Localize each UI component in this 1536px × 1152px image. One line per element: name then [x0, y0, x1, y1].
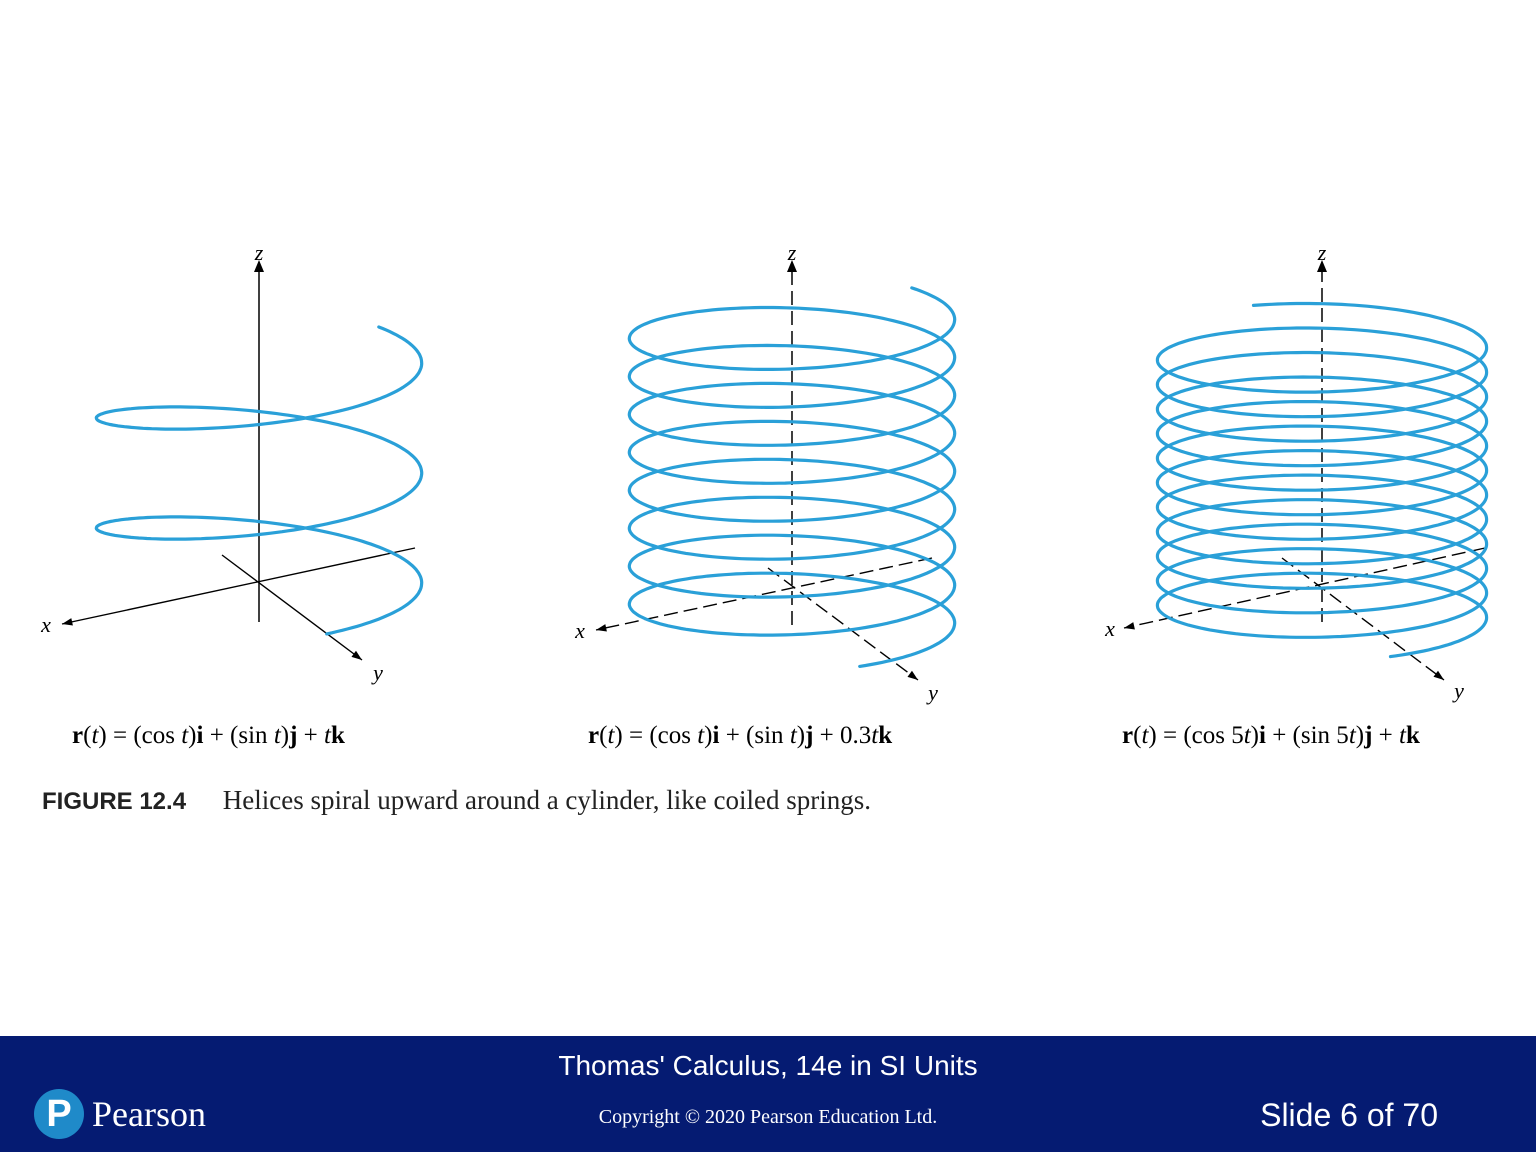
- y-axis-2: [767, 567, 919, 681]
- figure-caption: FIGURE 12.4 Helices spiral upward around…: [42, 785, 871, 816]
- figure-number: FIGURE 12.4: [42, 788, 187, 815]
- z-arrow-2: [787, 260, 797, 272]
- footer-title: Thomas' Calculus, 14e in SI Units: [558, 1050, 978, 1081]
- pearson-wordmark: Pearson: [92, 1094, 206, 1134]
- figure-area: x y z x y z x y z r(t) = (cos t)i + (sin t)j + t…: [40, 240, 1489, 816]
- y-axis-3: [1281, 557, 1445, 681]
- helix-curve-2: [627, 286, 957, 668]
- z-axis-label-1: z: [254, 240, 264, 265]
- footer-copyright: Copyright © 2020 Pearson Education Ltd.: [598, 1106, 938, 1128]
- z-axis-label-2: z: [787, 240, 797, 265]
- x-axis-label-3: x: [1104, 616, 1115, 641]
- y-axis-label-2: y: [926, 680, 938, 705]
- equation-3: r(t) = (cos 5t)i + (sin 5t)j + tk: [1122, 722, 1420, 749]
- y-arrow-3: [1433, 670, 1444, 680]
- y-axis-label-1: y: [371, 660, 383, 685]
- x-arrow-3: [1124, 622, 1135, 630]
- x-axis-label-1: x: [40, 612, 51, 637]
- figure-caption-text: Helices spiral upward around a cylinder,…: [222, 785, 872, 815]
- pearson-icon: P: [34, 1089, 84, 1139]
- x-axis-2: [595, 557, 933, 631]
- x-arrow-1: [62, 618, 73, 626]
- footer-bar: P Pearson Thomas' Calculus, 14e in SI Un…: [0, 1036, 1536, 1152]
- y-arrow-2: [907, 670, 918, 680]
- slide-counter: Slide 6 of 70: [1260, 1097, 1438, 1133]
- equation-2: r(t) = (cos t)i + (sin t)j + 0.3tk: [588, 722, 893, 749]
- z-arrow-1: [254, 260, 264, 272]
- equation-1: r(t) = (cos t)i + (sin t)j + tk: [72, 722, 345, 749]
- y-axis-label-3: y: [1452, 678, 1464, 703]
- y-arrow-1: [351, 650, 362, 660]
- helix-figure: x y z x y z x y z: [40, 240, 1489, 705]
- y-axis-1: [221, 554, 363, 661]
- x-arrow-2: [596, 624, 607, 632]
- pearson-logo: P Pearson: [34, 1086, 206, 1142]
- helix-curve-1: [94, 325, 424, 636]
- z-arrow-3: [1317, 260, 1327, 272]
- z-axis-label-3: z: [1317, 240, 1327, 265]
- helix-curve-3: [1155, 301, 1489, 659]
- x-axis-1: [61, 547, 416, 625]
- x-axis-label-2: x: [574, 618, 585, 643]
